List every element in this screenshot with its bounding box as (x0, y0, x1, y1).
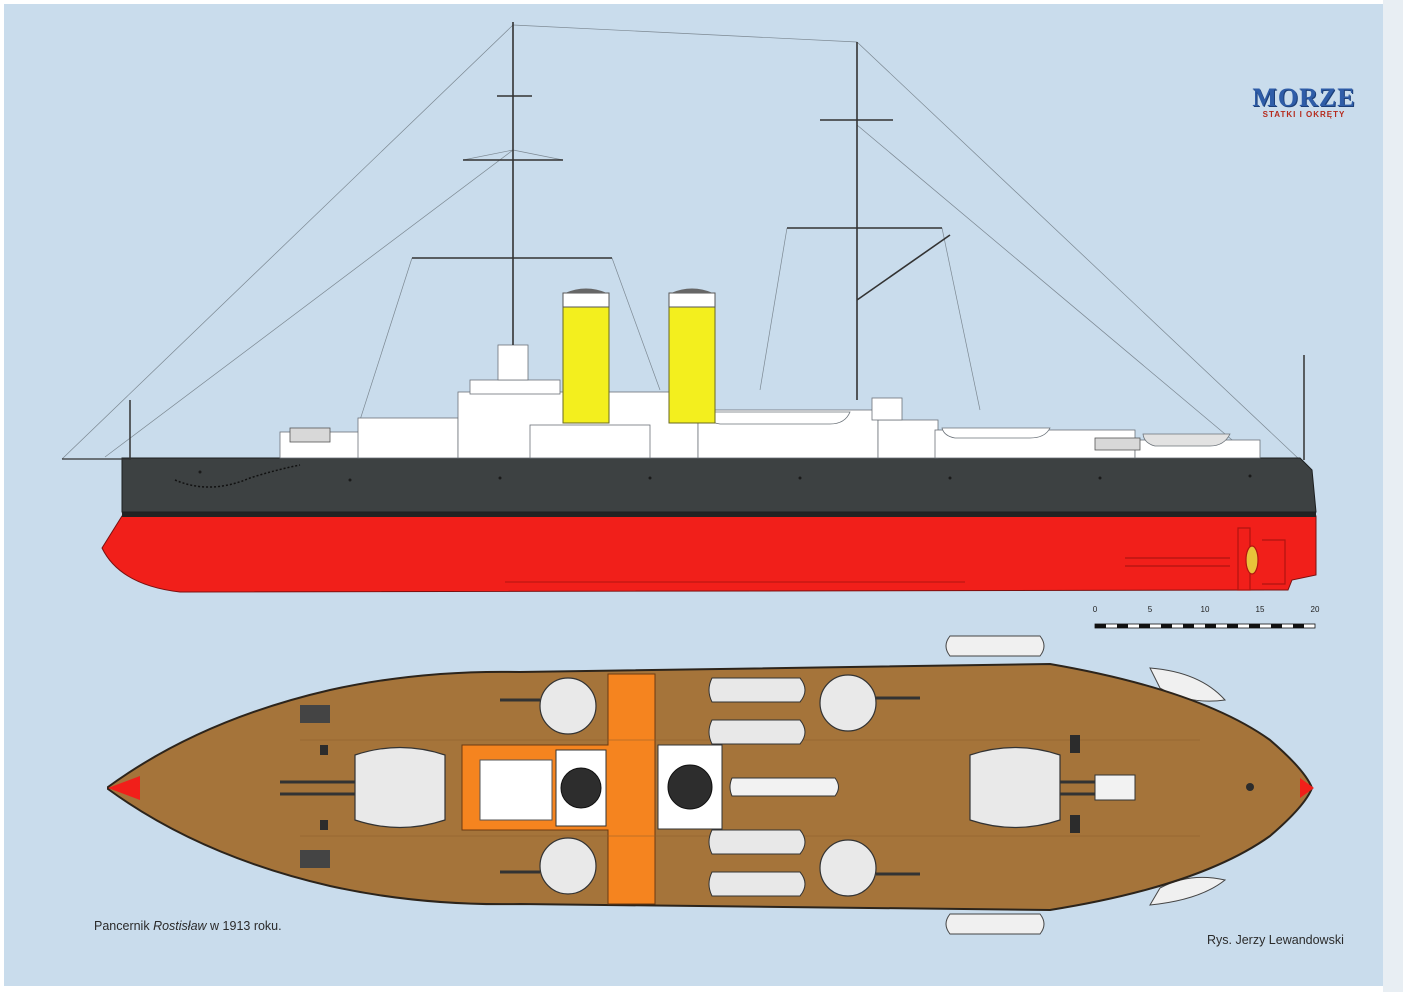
logo-subtitle: STATKI I OKRĘTY (1262, 110, 1346, 119)
top-plan (107, 635, 1314, 935)
side-boats (701, 411, 1231, 447)
magazine-logo: MORZE STATKI I OKRĘTY (1252, 83, 1356, 120)
waterline (122, 512, 1316, 517)
scale-bar (1094, 623, 1316, 629)
page-edge (1383, 0, 1403, 992)
plan-turrets (354, 674, 1061, 897)
rudder-outline (1125, 527, 1286, 591)
scale-tick-20: 20 (1310, 605, 1320, 614)
funnels (562, 288, 716, 424)
hull-upper-dark (121, 457, 1317, 513)
caption-prefix: Pancernik (94, 919, 154, 933)
caption-ship-name: Rostisław (153, 919, 207, 933)
scale-tick-10: 10 (1200, 605, 1210, 614)
scale-tick-5: 5 (1147, 605, 1153, 614)
plan-outboard-boats (945, 635, 1227, 935)
logo-word: MORZE (1252, 83, 1356, 112)
plan-funnels (479, 744, 723, 830)
plan-deck-boats (708, 677, 839, 897)
illustrator-credit: Rys. Jerzy Lewandowski (1207, 933, 1344, 947)
side-profile (61, 22, 1317, 593)
masts (412, 22, 951, 400)
caption-suffix: w 1913 roku. (206, 919, 282, 933)
hull-lower-red (101, 515, 1317, 593)
figure-caption: Pancernik Rostisław w 1913 roku. (94, 919, 282, 933)
scale-tick-0: 0 (1092, 605, 1098, 614)
scale-tick-15: 15 (1255, 605, 1265, 614)
rigging-lines (61, 24, 1301, 461)
